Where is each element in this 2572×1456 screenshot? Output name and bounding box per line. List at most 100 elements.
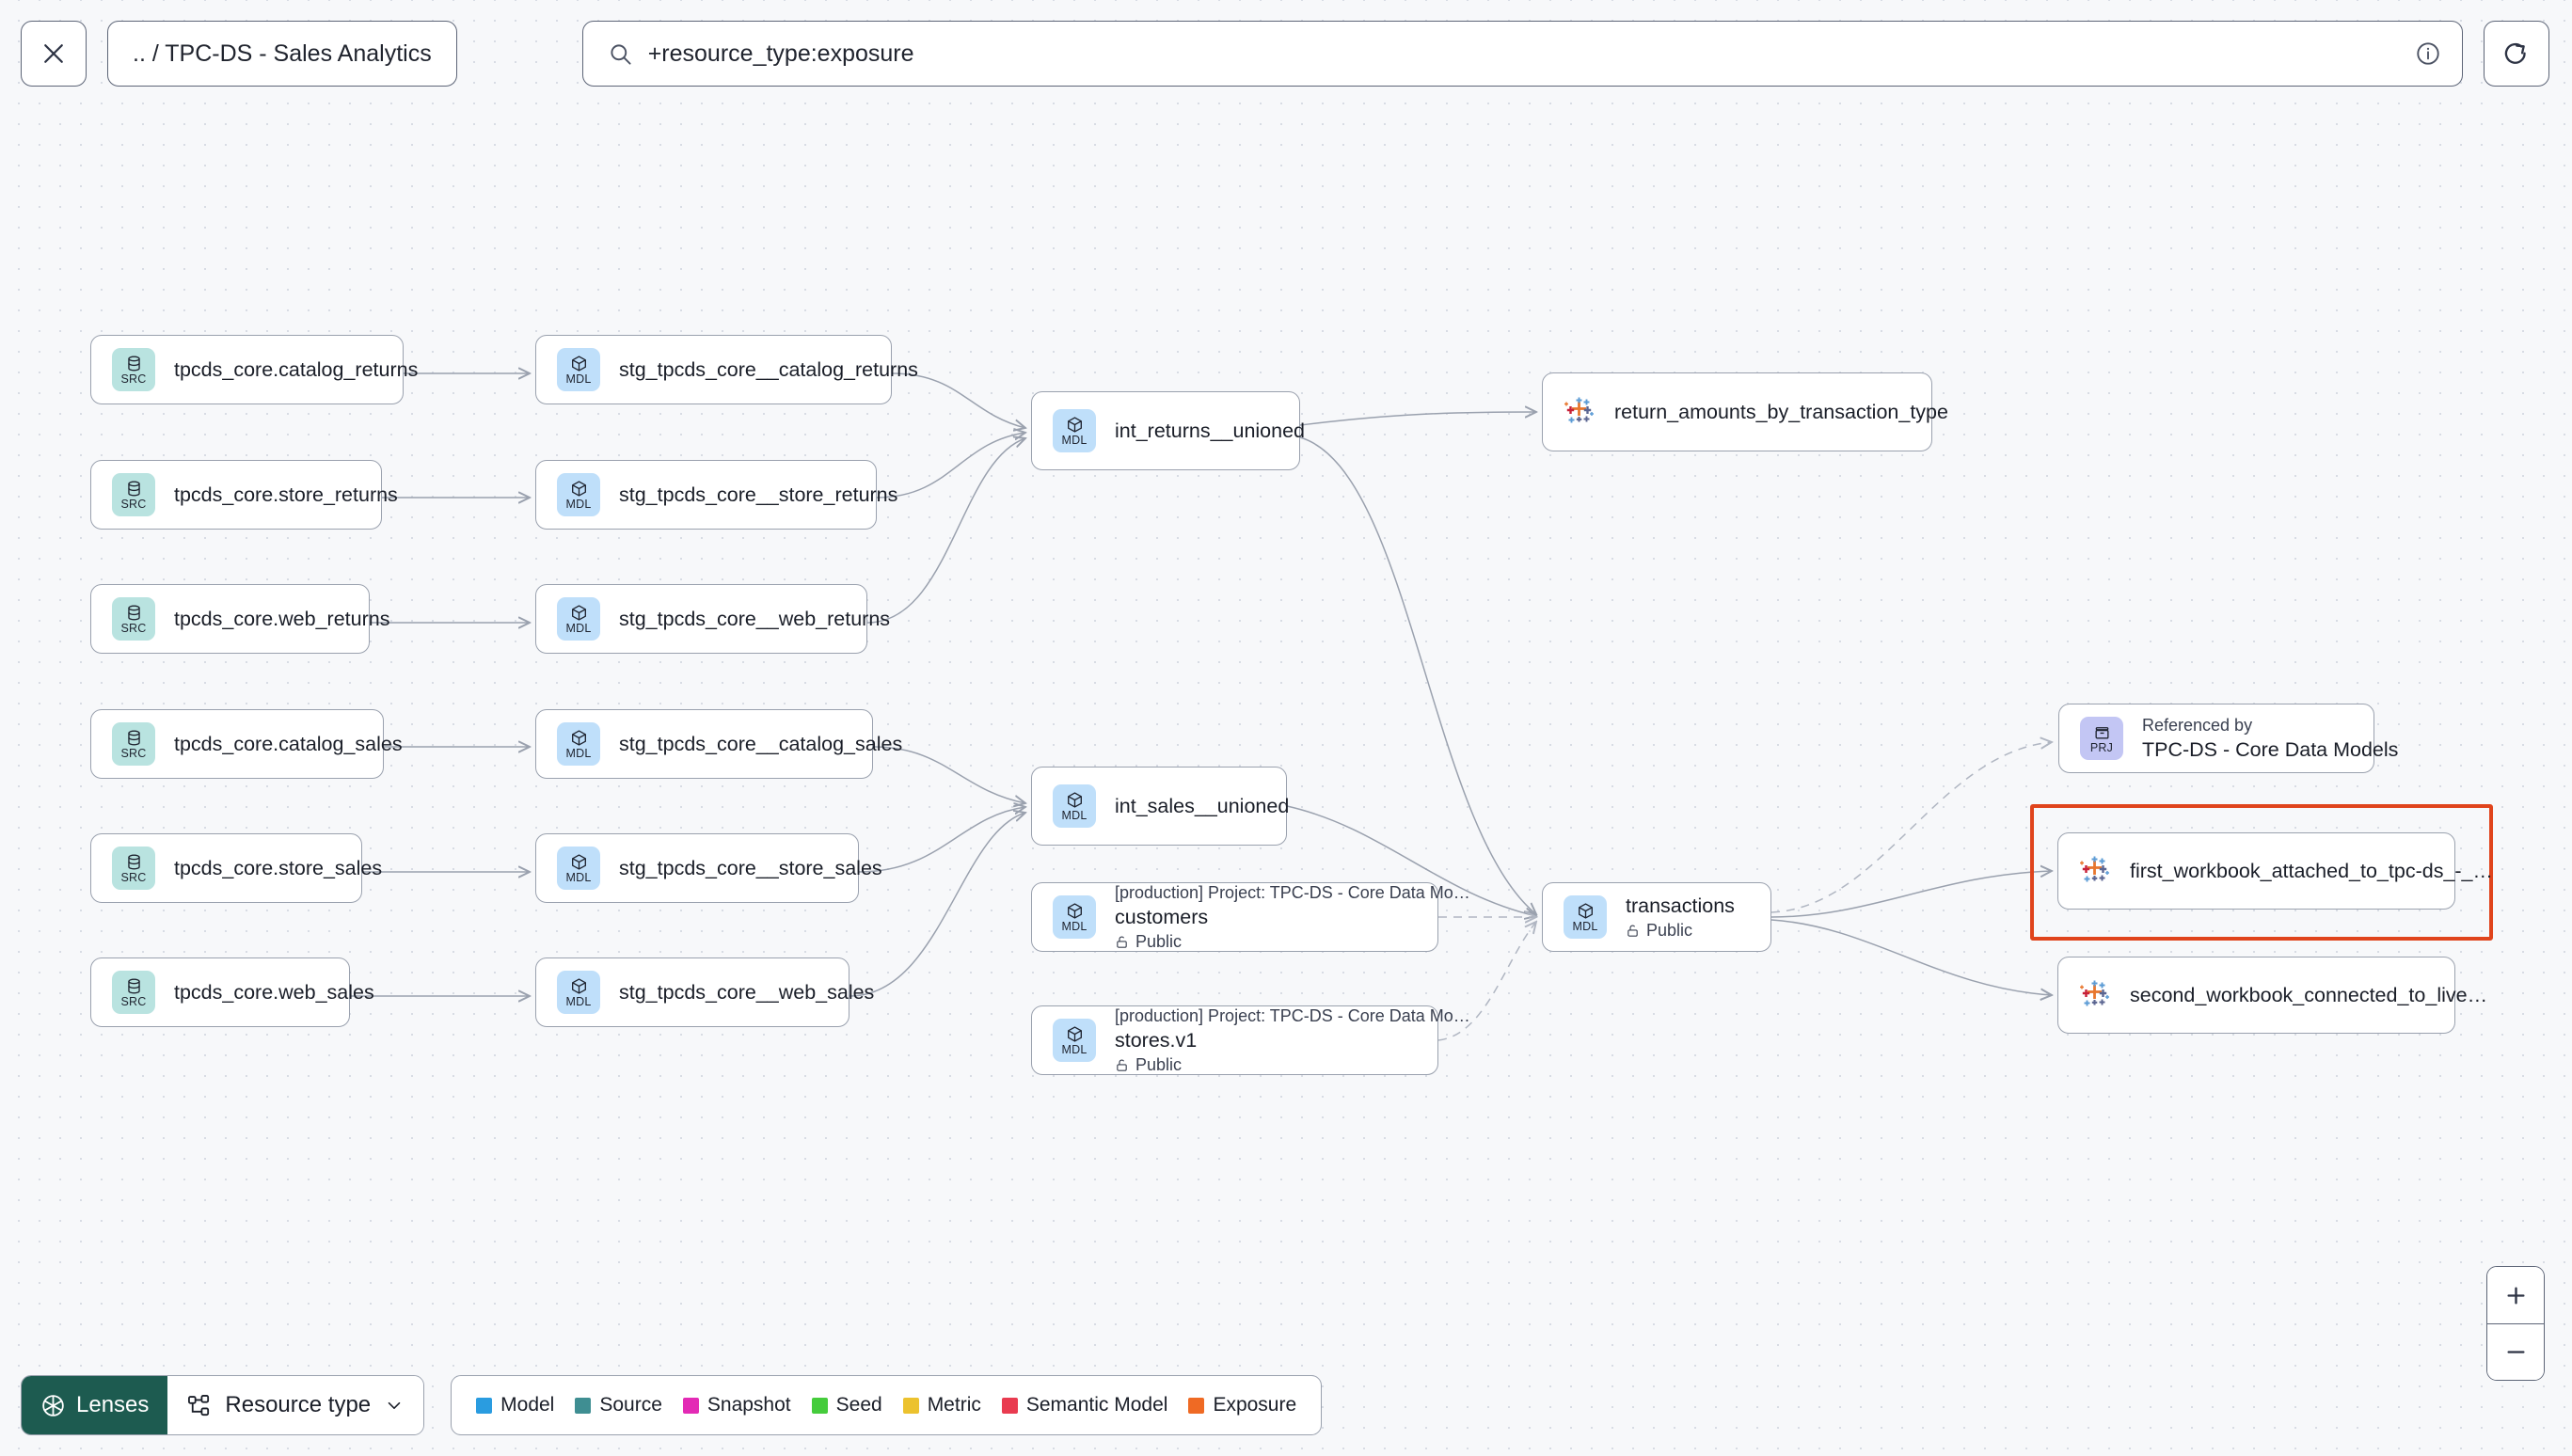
- node-labels: transactions Public: [1626, 894, 1735, 941]
- search-input[interactable]: [647, 40, 2415, 68]
- badge-text: SRC: [120, 372, 147, 386]
- cube-icon: [570, 977, 588, 995]
- plus-icon: [2506, 1286, 2525, 1305]
- source-badge: SRC: [112, 597, 155, 641]
- model-badge: MDL: [557, 597, 600, 641]
- legend-item-seed: Seed: [811, 1394, 882, 1416]
- legend-swatch: [811, 1397, 828, 1414]
- tableau-glyph: [2080, 980, 2109, 1006]
- zoom-out-button[interactable]: [2487, 1323, 2544, 1380]
- node-label: int_returns__unioned: [1115, 419, 1306, 442]
- badge-text: SRC: [120, 871, 147, 884]
- access-badge: Public: [1115, 1055, 1470, 1075]
- cube-icon: [1066, 902, 1084, 920]
- legend-label: Source: [599, 1394, 662, 1416]
- model-badge: MDL: [557, 847, 600, 890]
- cube-icon: [1066, 791, 1084, 809]
- node-stg-catalog-sales[interactable]: MDL stg_tpcds_core__catalog_sales: [535, 709, 902, 779]
- legend-label: Metric: [927, 1394, 981, 1416]
- model-badge: MDL: [1564, 895, 1607, 939]
- badge-text: MDL: [1061, 1043, 1088, 1056]
- node-label: customers: [1115, 905, 1209, 928]
- zoom-in-button[interactable]: [2487, 1267, 2544, 1323]
- database-icon: [125, 604, 143, 622]
- cube-icon: [1066, 416, 1084, 434]
- node-label: stg_tpcds_core__catalog_returns: [619, 357, 918, 381]
- node-labels: [production] Project: TPC-DS - Core Data…: [1115, 883, 1470, 952]
- node-stg-store-returns[interactable]: MDL stg_tpcds_core__store_returns: [535, 460, 897, 530]
- zoom-controls: [2486, 1266, 2545, 1381]
- node-label: tpcds_core.store_returns: [174, 483, 398, 506]
- legend-label: Model: [500, 1394, 555, 1416]
- node-src-web-sales[interactable]: SRC tpcds_core.web_sales: [90, 957, 374, 1027]
- search-bar[interactable]: [581, 21, 2463, 87]
- project-badge: PRJ: [2080, 717, 2123, 760]
- close-button[interactable]: [21, 21, 87, 87]
- node-label: TPC-DS - Core Data Models: [2142, 737, 2399, 761]
- unlock-icon: [1627, 925, 1638, 937]
- legend-swatch: [682, 1397, 699, 1414]
- breadcrumb[interactable]: .. / TPC-DS - Sales Analytics: [107, 21, 457, 87]
- legend-item-model: Model: [476, 1394, 554, 1416]
- node-labels: [production] Project: TPC-DS - Core Data…: [1115, 1006, 1470, 1075]
- legend-item-snapshot: Snapshot: [682, 1394, 791, 1416]
- node-int-returns-unioned[interactable]: MDL int_returns__unioned: [1031, 391, 1305, 470]
- node-stg-store-sales[interactable]: MDL stg_tpcds_core__store_sales: [535, 833, 882, 903]
- node-stg-web-returns[interactable]: MDL stg_tpcds_core__web_returns: [535, 584, 890, 654]
- badge-text: MDL: [565, 871, 592, 884]
- tableau-icon: [1564, 396, 1596, 428]
- badge-text: PRJ: [2089, 741, 2114, 754]
- bottom-toolbar: Lenses Resource type Model: [21, 1375, 1323, 1435]
- node-src-catalog-returns[interactable]: SRC tpcds_core.catalog_returns: [90, 335, 418, 404]
- legend-label: Exposure: [1213, 1394, 1297, 1416]
- info-icon[interactable]: [2415, 40, 2441, 67]
- refresh-button[interactable]: [2483, 21, 2549, 87]
- node-exposure-first-workbook[interactable]: first_workbook_attached_to_tpc-ds_-_…: [2057, 832, 2493, 910]
- node-label: stg_tpcds_core__web_sales: [619, 980, 875, 1004]
- legend-item-metric: Metric: [902, 1394, 981, 1416]
- legend-item-source: Source: [575, 1394, 662, 1416]
- node-label: tpcds_core.catalog_sales: [174, 732, 403, 755]
- legend-swatch: [476, 1397, 493, 1414]
- node-label: stg_tpcds_core__store_returns: [619, 483, 898, 506]
- legend-swatch: [1001, 1397, 1018, 1414]
- close-icon: [44, 44, 63, 63]
- node-src-web-returns[interactable]: SRC tpcds_core.web_returns: [90, 584, 389, 654]
- access-badge: Public: [1115, 932, 1470, 952]
- chevron-down-icon: [388, 1401, 401, 1409]
- node-int-sales-unioned[interactable]: MDL int_sales__unioned: [1031, 767, 1289, 846]
- node-project-core-data-models[interactable]: PRJ Referenced by TPC-DS - Core Data Mod…: [2058, 704, 2398, 773]
- node-stg-catalog-returns[interactable]: MDL stg_tpcds_core__catalog_returns: [535, 335, 918, 404]
- node-src-store-sales[interactable]: SRC tpcds_core.store_sales: [90, 833, 382, 903]
- node-src-store-returns[interactable]: SRC tpcds_core.store_returns: [90, 460, 398, 530]
- aperture-icon: [42, 1394, 64, 1416]
- node-stg-web-sales[interactable]: MDL stg_tpcds_core__web_sales: [535, 957, 874, 1027]
- lenses-button[interactable]: Lenses: [22, 1376, 168, 1434]
- badge-text: SRC: [120, 498, 147, 511]
- node-label: first_workbook_attached_to_tpc-ds_-_…: [2130, 859, 2494, 882]
- access-label: Public: [1135, 1054, 1183, 1074]
- referenced-by-label: Referenced by: [2142, 715, 2253, 735]
- node-label: tpcds_core.catalog_returns: [174, 357, 419, 381]
- node-src-catalog-sales[interactable]: SRC tpcds_core.catalog_sales: [90, 709, 403, 779]
- access-label: Public: [1646, 920, 1693, 940]
- model-badge: MDL: [557, 971, 600, 1014]
- top-toolbar: .. / TPC-DS - Sales Analytics: [0, 0, 2572, 107]
- model-badge: MDL: [1053, 784, 1096, 828]
- node-label: stg_tpcds_core__web_returns: [619, 607, 891, 630]
- node-model-customers[interactable]: MDL [production] Project: TPC-DS - Core …: [1031, 882, 1470, 952]
- node-model-stores-v1[interactable]: MDL [production] Project: TPC-DS - Core …: [1031, 1005, 1470, 1075]
- node-exposure-second-workbook[interactable]: second_workbook_connected_to_live…: [2057, 957, 2487, 1034]
- minus-icon: [2506, 1351, 2525, 1353]
- badge-text: MDL: [565, 622, 592, 635]
- model-badge: MDL: [1053, 409, 1096, 452]
- model-badge: MDL: [1053, 1019, 1096, 1062]
- node-project-path: [production] Project: TPC-DS - Core Data…: [1115, 1005, 1470, 1025]
- node-exposure-return-amounts[interactable]: return_amounts_by_transaction_type: [1542, 372, 1948, 451]
- cube-icon: [570, 604, 588, 622]
- badge-text: SRC: [120, 747, 147, 760]
- node-model-transactions[interactable]: MDL transactions Public: [1542, 882, 1771, 952]
- resource-type-dropdown[interactable]: Resource type: [167, 1376, 424, 1434]
